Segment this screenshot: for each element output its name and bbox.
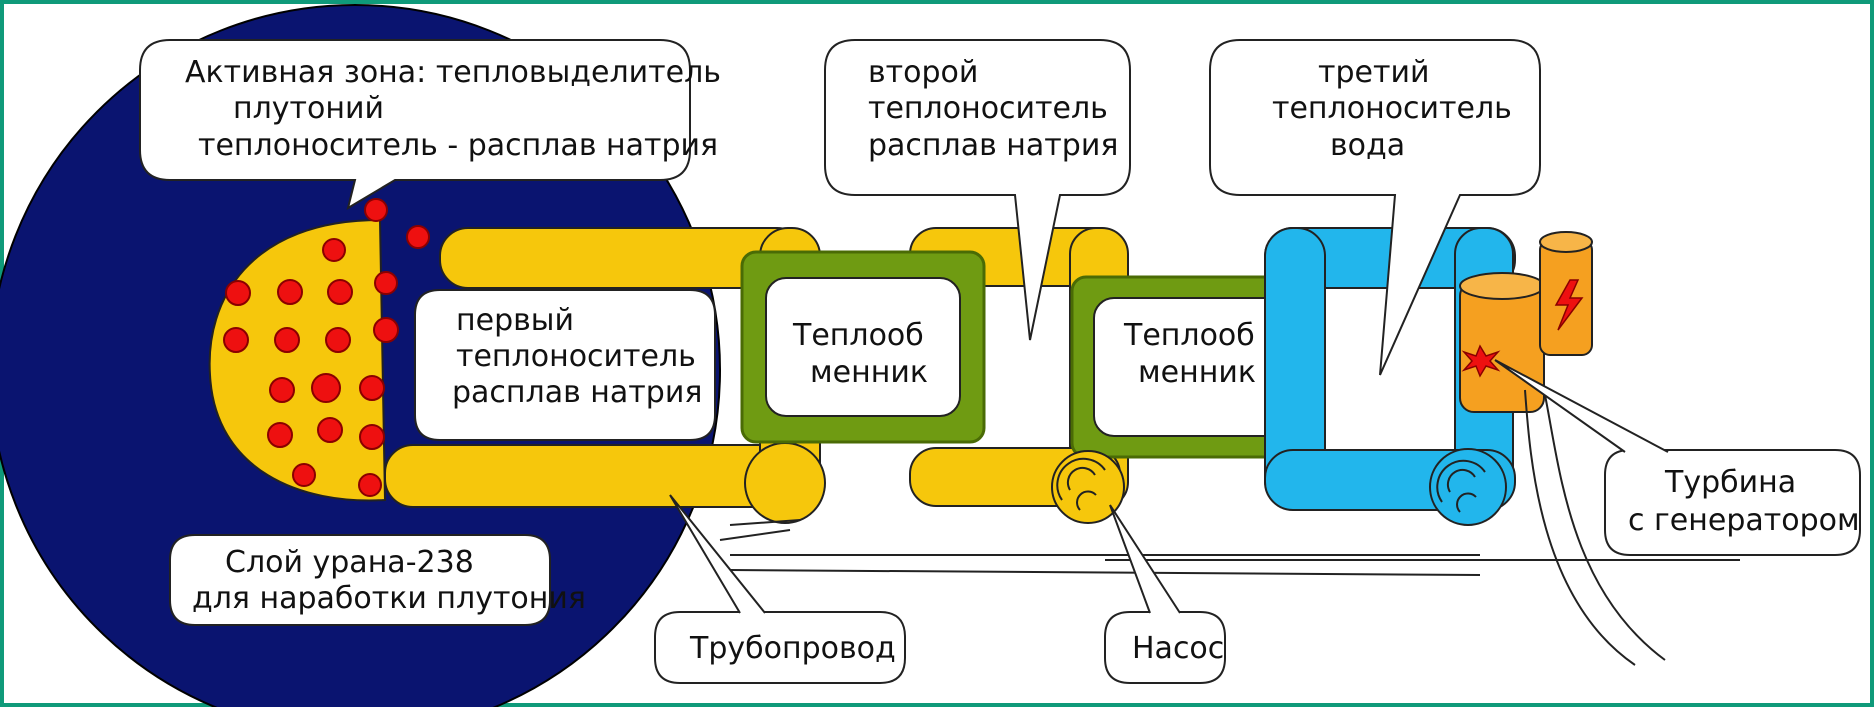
- pipeline-line: [719, 529, 791, 541]
- fuel-dot: [406, 225, 430, 249]
- active-zone-line2: плутоний: [233, 91, 384, 126]
- pump-label: Насос: [1132, 631, 1224, 666]
- active-zone-line3: теплоноситель - расплав натрия: [198, 128, 718, 163]
- pipeline-label: Трубопровод: [689, 631, 896, 666]
- fuel-dot: [292, 463, 316, 487]
- fuel-dot: [225, 280, 251, 306]
- fuel-dot: [322, 238, 346, 262]
- second-coolant-line3: расплав натрия: [868, 128, 1118, 163]
- callout-pump: [1104, 611, 1226, 684]
- turbine-body: [1459, 281, 1545, 413]
- heat-exchanger-2-line2: менник: [1138, 355, 1256, 390]
- second-coolant-line1: второй: [868, 55, 978, 90]
- third-coolant-line2: теплоноситель: [1272, 91, 1512, 126]
- fuel-dot: [223, 327, 249, 353]
- spark-star: [1461, 344, 1501, 378]
- fuel-dots: [223, 198, 430, 497]
- callout-first-coolant: [414, 289, 716, 441]
- turbine-line2: с генератором: [1628, 503, 1860, 538]
- fuel-dot: [325, 327, 351, 353]
- spark-icon: [1461, 344, 1501, 378]
- fuel-dot: [269, 377, 295, 403]
- fuel-dot: [277, 279, 303, 305]
- first-coolant-line1: первый: [456, 303, 574, 338]
- callout-active-zone: [139, 39, 691, 211]
- first-coolant-line3: расплав натрия: [452, 375, 702, 410]
- water-pump: [1429, 448, 1507, 526]
- fuel-dot: [359, 424, 385, 450]
- fuel-dot: [364, 198, 388, 222]
- heat-exchanger-1-line2: менник: [810, 355, 928, 390]
- heat-exchanger-1-window: [765, 277, 961, 417]
- fuel-dot: [267, 422, 293, 448]
- pipeline-lines: [719, 389, 1740, 666]
- pipeline-line: [729, 519, 801, 526]
- callout-uranium-layer: [169, 534, 551, 626]
- callout-pipeline: [654, 611, 906, 684]
- fuel-dot: [359, 375, 385, 401]
- fuel-dot: [311, 373, 341, 403]
- primary-pump: [744, 442, 826, 524]
- callout-turbine-pointer: [1494, 359, 1669, 453]
- third-coolant-line1: третий: [1318, 55, 1429, 90]
- fuel-dot: [274, 327, 300, 353]
- fuel-dot: [373, 317, 399, 343]
- generator-top: [1539, 231, 1593, 253]
- pipeline-line: [1524, 389, 1636, 666]
- callout-second-coolant: [824, 39, 1131, 341]
- fuel-dot: [327, 279, 353, 305]
- callout-pipeline-pointer: [669, 494, 766, 614]
- heat-exchanger-2-line1: Теплооб: [1123, 318, 1255, 353]
- second-coolant-line2: теплоноситель: [868, 91, 1108, 126]
- uranium-layer-line2: для наработки плутония: [192, 581, 586, 616]
- active-zone-line1: Активная зона: тепловыделитель: [185, 55, 721, 90]
- water-pump-swirl: [1436, 459, 1486, 513]
- pipeline-line: [1544, 394, 1666, 661]
- pipeline-line: [729, 569, 1481, 576]
- third-coolant-line3: вода: [1330, 128, 1405, 163]
- uranium-layer-line1: Слой урана-238: [225, 545, 474, 580]
- callout-turbine: [1604, 449, 1861, 556]
- secondary-pump: [1051, 450, 1125, 524]
- fuel-dot: [374, 271, 398, 295]
- callout-third-coolant: [1209, 39, 1541, 376]
- turbine-line1: Турбина: [1664, 465, 1796, 500]
- heat-exchanger-1-line1: Теплооб: [792, 318, 924, 353]
- lightning-icon: [1554, 279, 1584, 331]
- fuel-dot: [317, 417, 343, 443]
- secondary-pump-swirl: [1056, 457, 1106, 511]
- fuel-dot: [358, 473, 382, 497]
- first-coolant-line2: теплоноситель: [456, 339, 696, 374]
- callout-pump-pointer: [1109, 504, 1181, 614]
- turbine-top: [1459, 272, 1545, 300]
